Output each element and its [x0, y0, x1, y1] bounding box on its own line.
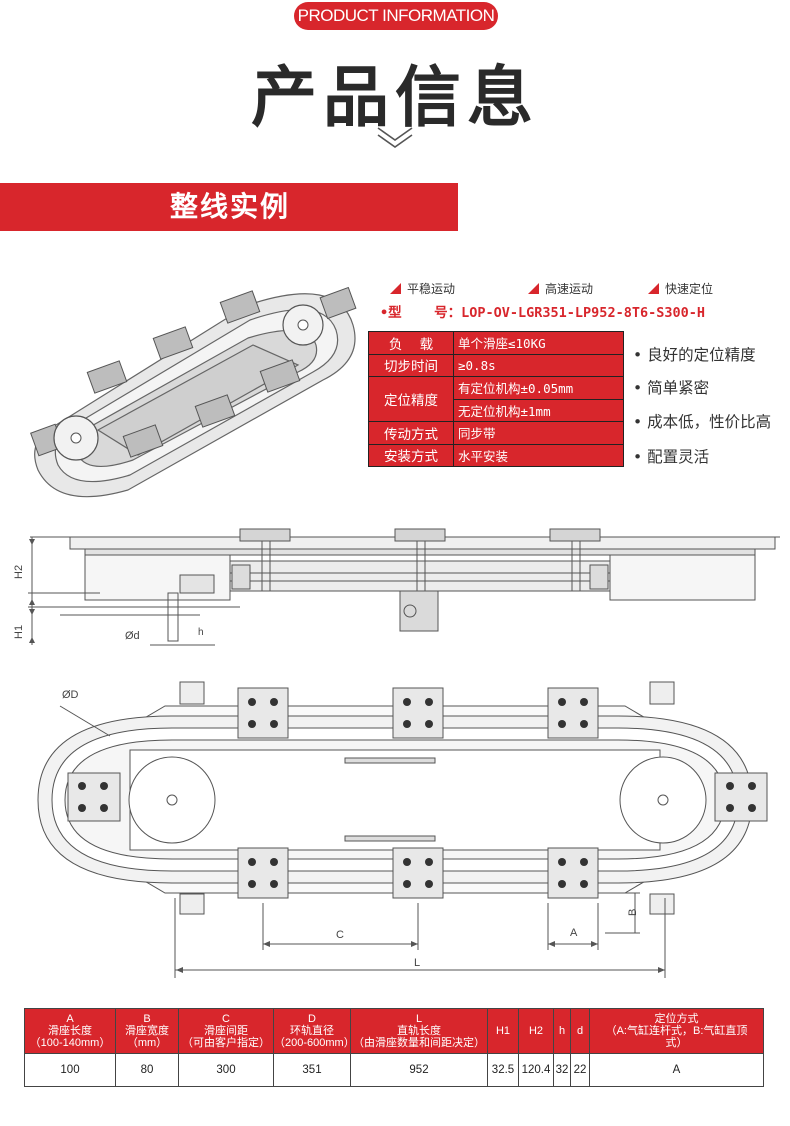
spec-row-mount: 安装方式 水平安装	[368, 443, 624, 467]
model-number: •型 号：LOP-OV-LGR351-LP952-8T6-S300-H	[380, 301, 705, 321]
spec-row-switch: 切步时间 ≥0.8s	[368, 353, 624, 377]
spec-value: 单个滑座≤10KG	[453, 331, 624, 355]
value-h: 32	[553, 1053, 571, 1087]
spec-value: 水平安装	[453, 443, 624, 467]
side-view-drawing: H2 H1 Ød h	[13, 528, 780, 646]
section-banner: 整线实例	[0, 183, 458, 231]
h1-label: H1	[13, 625, 25, 639]
header-h1: H1	[487, 1008, 519, 1054]
value-h2: 120.4	[518, 1053, 554, 1087]
feature-fast-positioning: 快速定位	[648, 280, 713, 297]
chevron-down-icon	[377, 127, 413, 148]
spec-key: 定位精度	[368, 376, 454, 422]
red-triangle-icon	[528, 283, 539, 294]
bullet-precision: • 良好的定位精度	[633, 346, 756, 364]
spec-row-drive: 传动方式 同步带	[368, 421, 624, 445]
l-label: L	[414, 957, 420, 969]
h2-label: H2	[13, 565, 25, 579]
spec-row-position-1: 定位精度 有定位机构±0.05mm	[368, 376, 624, 422]
a-label: A	[570, 927, 578, 939]
value-b: 80	[115, 1053, 179, 1087]
feature-smooth: 平稳运动	[390, 280, 455, 297]
product-information-pill: PRODUCT INFORMATION	[294, 2, 498, 30]
spec-table: 负 载 单个滑座≤10KG 切步时间 ≥0.8s 定位精度 有定位机构±0.05…	[368, 331, 624, 467]
spec-row-position-2: 无定位机构±1mm	[369, 398, 624, 422]
value-d: 351	[273, 1053, 351, 1087]
spec-value: 同步带	[453, 421, 624, 445]
h-label: h	[198, 627, 204, 638]
value-d-small: 22	[570, 1053, 590, 1087]
red-triangle-icon	[390, 283, 401, 294]
spec-key: 安装方式	[368, 443, 454, 467]
bullet-flexible: • 配置灵活	[633, 448, 710, 466]
section-title: 整线实例	[170, 190, 291, 223]
model-label: •型 号：	[380, 305, 462, 321]
header-h2: H2	[518, 1008, 554, 1054]
model-value: LOP-OV-LGR351-LP952-8T6-S300-H	[461, 305, 705, 321]
bullet-cost: • 成本低，性价比高	[633, 413, 772, 431]
product-isometric-illustration	[30, 286, 357, 498]
header-h: h	[553, 1008, 571, 1054]
page-title: 产品信息	[251, 59, 539, 136]
dimension-value-row: 100 80 300 351 952 32.5 120.4 32 22 A	[24, 1053, 764, 1087]
feature-high-speed: 高速运动	[528, 280, 593, 297]
header-positioning: 定位方式（A:气缸连杆式，B:气缸直顶式）	[589, 1008, 764, 1054]
value-positioning: A	[589, 1053, 764, 1087]
d-big-label: ØD	[62, 689, 79, 701]
d-small-label: Ød	[125, 630, 140, 642]
value-h1: 32.5	[487, 1053, 519, 1087]
top-view-drawing: ØD C A L B	[37, 681, 768, 978]
b-label: B	[627, 909, 639, 916]
bullet-compact: • 简单紧密	[633, 379, 710, 397]
value-a: 100	[24, 1053, 116, 1087]
spec-value: ≥0.8s	[453, 353, 624, 377]
value-c: 300	[178, 1053, 274, 1087]
spec-key: 切步时间	[368, 353, 454, 377]
spec-value: 无定位机构±1mm	[453, 398, 624, 422]
spec-key: 传动方式	[368, 421, 454, 445]
header-d-small: d	[570, 1008, 590, 1054]
spec-key: 负 载	[368, 331, 454, 355]
spec-row-load: 负 载 单个滑座≤10KG	[368, 331, 624, 355]
red-triangle-icon	[648, 283, 659, 294]
value-l: 952	[350, 1053, 488, 1087]
c-label: C	[336, 929, 344, 941]
spec-value: 有定位机构±0.05mm	[453, 376, 624, 400]
